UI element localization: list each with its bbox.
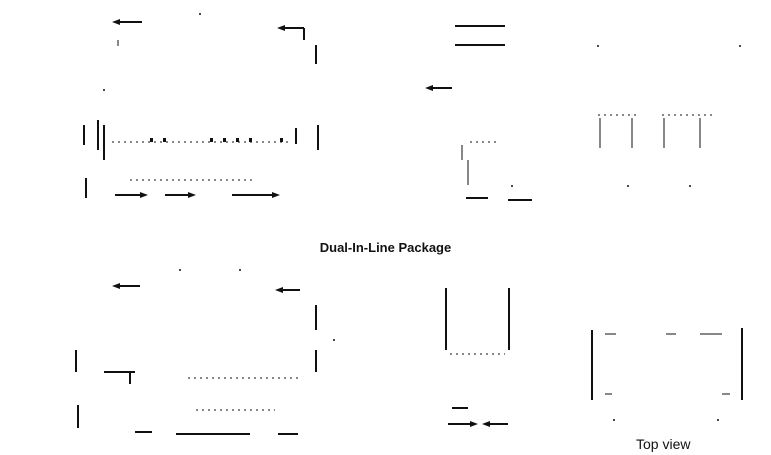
- top-view-label: Top view: [636, 436, 691, 452]
- dim-arrow: [188, 192, 196, 198]
- dim-dot: [613, 419, 615, 421]
- dim-arrow: [272, 192, 280, 198]
- top-view-outline: [591, 328, 743, 421]
- dim-arrow: [470, 421, 478, 427]
- side-view-bottom: [75, 269, 335, 435]
- end-view-bottom: [445, 288, 510, 427]
- dim-arrow: [112, 19, 120, 25]
- dim-dot: [689, 185, 691, 187]
- dim-arrow: [140, 192, 148, 198]
- dim-dot: [627, 185, 629, 187]
- dim-dot: [239, 269, 241, 271]
- pin-marks: [150, 138, 283, 142]
- dim-arrow: [482, 421, 490, 427]
- dim-dot: [199, 13, 201, 15]
- dip-end-view-top: [425, 25, 532, 201]
- dim-dot: [511, 185, 513, 187]
- dip-footprint-top: [597, 45, 741, 187]
- dim-arrow: [277, 25, 285, 31]
- dim-dot: [597, 45, 599, 47]
- dim-dot: [179, 269, 181, 271]
- dim-dot: [103, 89, 105, 91]
- dim-dot: [333, 339, 335, 341]
- dip-side-view-top: [83, 13, 319, 198]
- dim-dot: [717, 419, 719, 421]
- dim-arrow: [425, 85, 433, 91]
- package-title: Dual-In-Line Package: [319, 240, 452, 255]
- dim-arrow: [112, 283, 120, 289]
- dim-dot: [739, 45, 741, 47]
- dim-arrow: [275, 287, 283, 293]
